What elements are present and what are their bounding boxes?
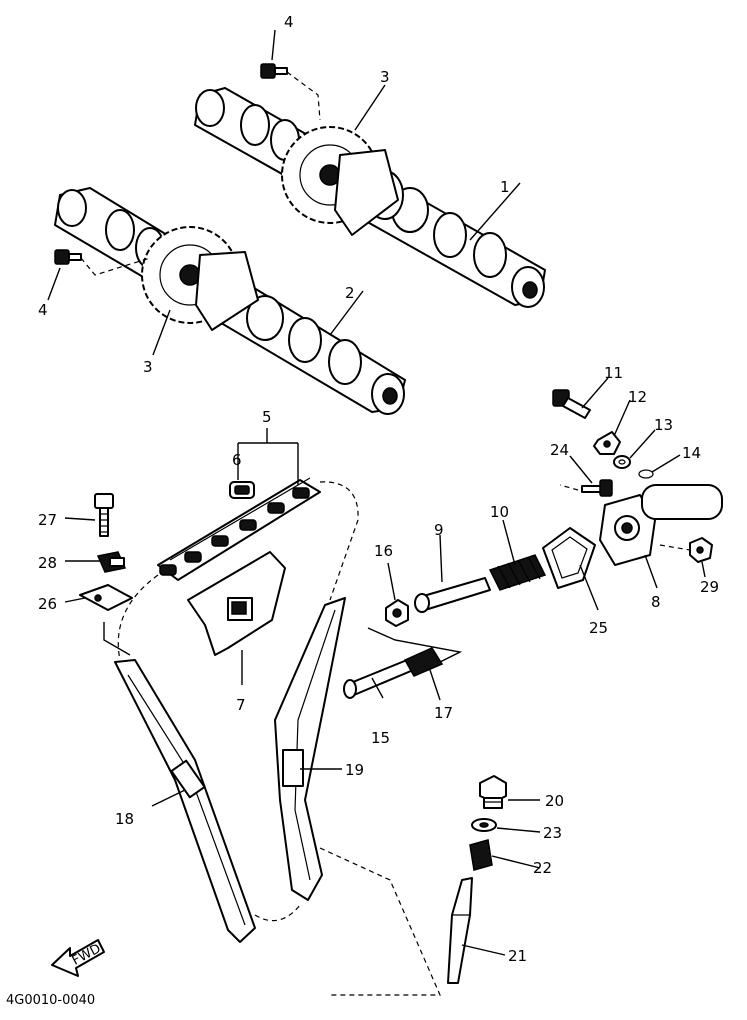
bolt-4-upper xyxy=(260,63,321,121)
timing-chain-5 xyxy=(117,477,359,922)
label-part-13: 13 xyxy=(654,416,673,434)
stopper-16 xyxy=(385,599,409,627)
label-part-27: 27 xyxy=(38,511,57,529)
spring-17 xyxy=(403,647,444,677)
label-part-7: 7 xyxy=(236,696,246,714)
chain-guide-19 xyxy=(274,597,346,901)
bolt-4-lower xyxy=(54,249,151,276)
nut-29 xyxy=(659,537,713,563)
plate-26 xyxy=(79,584,133,656)
spring-10 xyxy=(488,554,547,591)
washer-13 xyxy=(613,455,631,469)
bolt-24 xyxy=(559,479,613,497)
spring-22 xyxy=(469,839,493,871)
label-part-16: 16 xyxy=(374,542,393,560)
label-part-18: 18 xyxy=(115,810,134,828)
label-part-6: 6 xyxy=(232,451,242,469)
nut-12 xyxy=(593,431,621,455)
tensioner-body-8 xyxy=(599,484,723,566)
label-part-23: 23 xyxy=(543,824,562,842)
sprocket-3-lower xyxy=(141,226,259,331)
bolt-20 xyxy=(479,775,507,809)
label-part-25: 25 xyxy=(589,619,608,637)
part-28 xyxy=(96,551,127,573)
o-ring-14 xyxy=(638,469,654,479)
label-part-3-lower: 3 xyxy=(143,358,153,376)
master-link-6 xyxy=(229,481,255,499)
bracket-line-16-17 xyxy=(367,627,463,667)
plunger-9 xyxy=(414,577,491,613)
dash-line-21 xyxy=(319,847,441,996)
chain-guide-7 xyxy=(187,551,286,656)
label-part-9: 9 xyxy=(434,521,444,539)
label-part-26: 26 xyxy=(38,595,57,613)
pin-21 xyxy=(447,877,473,984)
label-part-14: 14 xyxy=(682,444,701,462)
sprocket-3-upper xyxy=(281,126,399,236)
washer-23 xyxy=(471,818,497,832)
label-part-29: 29 xyxy=(700,578,719,596)
label-part-24: 24 xyxy=(550,441,569,459)
label-part-10: 10 xyxy=(490,503,509,521)
label-part-1: 1 xyxy=(500,178,510,196)
label-part-19: 19 xyxy=(345,761,364,779)
rod-15 xyxy=(343,657,419,699)
label-part-12: 12 xyxy=(628,388,647,406)
label-part-8: 8 xyxy=(651,593,661,611)
bolt-11 xyxy=(552,389,591,419)
bolt-27 xyxy=(94,493,114,537)
label-part-2: 2 xyxy=(345,284,355,302)
label-part-17: 17 xyxy=(434,704,453,722)
label-part-11: 11 xyxy=(604,364,623,382)
label-part-15: 15 xyxy=(371,729,390,747)
label-part-5: 5 xyxy=(262,408,272,426)
gasket-25 xyxy=(542,527,596,589)
label-part-21: 21 xyxy=(508,947,527,965)
label-part-4-upper: 4 xyxy=(284,13,294,31)
leader-lines xyxy=(47,29,706,956)
label-part-3-upper: 3 xyxy=(380,68,390,86)
label-part-20: 20 xyxy=(545,792,564,810)
diagram-code: 4G0010-0040 xyxy=(6,993,95,1008)
label-part-28: 28 xyxy=(38,554,57,572)
label-part-22: 22 xyxy=(533,859,552,877)
label-part-4-lower: 4 xyxy=(38,301,48,319)
forward-arrow-icon: FWD xyxy=(51,939,105,977)
chain-guide-18 xyxy=(114,659,256,943)
